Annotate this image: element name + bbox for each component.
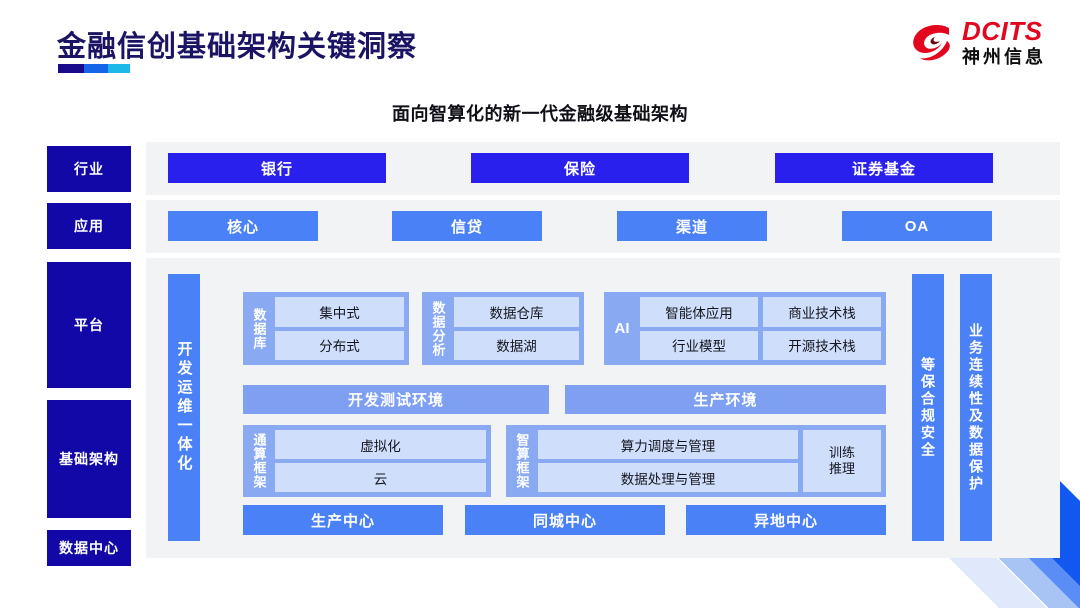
title-underline-rule: [58, 64, 130, 73]
group-title-ai: AI: [614, 320, 630, 337]
group-general-compute-framework: 通算框架 虚拟化 云: [243, 425, 491, 497]
cell-data-warehouse[interactable]: 数据仓库: [454, 297, 579, 327]
group-database: 数据库 集中式 分布式: [243, 292, 409, 365]
chip-app-channel[interactable]: 渠道: [617, 211, 767, 241]
cell-compute-scheduling[interactable]: 算力调度与管理: [538, 430, 798, 459]
vbar-business-continuity: 业务连续性及数据保护: [960, 274, 992, 541]
vbar-devops: 开发运维一体化: [168, 274, 200, 541]
cell-train-line1: 训练: [828, 444, 855, 460]
logo-text-cn: 神州信息: [962, 47, 1046, 67]
chip-industry-securities-fund[interactable]: 证券基金: [775, 153, 993, 183]
group-title-database: 数据库: [251, 307, 267, 350]
chip-app-credit[interactable]: 信贷: [392, 211, 542, 241]
group-intelligent-compute-framework: 智算框架 算力调度与管理 数据处理与管理 训练 推理: [506, 425, 886, 497]
row-label-platform: 平台: [47, 262, 131, 388]
group-title-general-compute: 通算框架: [251, 433, 267, 489]
cell-distributed[interactable]: 分布式: [275, 330, 404, 360]
logo-text-en: DCITS: [962, 16, 1043, 46]
row-label-application: 应用: [47, 203, 131, 249]
row-label-datacenter: 数据中心: [47, 530, 131, 566]
company-logo: DCITS 神州信息: [909, 18, 1046, 66]
cell-centralized[interactable]: 集中式: [275, 297, 404, 327]
cell-train-line2: 推理: [828, 461, 855, 476]
cell-train-inference[interactable]: 训练 推理: [803, 430, 881, 492]
row-label-industry: 行业: [47, 146, 131, 192]
cell-cloud[interactable]: 云: [275, 463, 486, 492]
page-title: 金融信创基础架构关键洞察: [57, 31, 418, 63]
chip-app-oa[interactable]: OA: [842, 211, 992, 241]
cell-opensource-tech-stack[interactable]: 开源技术栈: [763, 330, 881, 360]
vbar-compliance-security: 等保合规安全: [912, 274, 944, 541]
chip-industry-insurance[interactable]: 保险: [471, 153, 689, 183]
cell-commercial-tech-stack[interactable]: 商业技术栈: [763, 297, 881, 327]
group-data-analysis: 数据分析 数据仓库 数据湖: [422, 292, 584, 365]
bar-production-center[interactable]: 生产中心: [243, 505, 443, 535]
row-label-infrastructure: 基础架构: [47, 400, 131, 518]
cell-industry-model[interactable]: 行业模型: [640, 330, 758, 360]
diagram-subtitle: 面向智算化的新一代金融级基础架构: [392, 104, 688, 124]
chip-app-core[interactable]: 核心: [168, 211, 318, 241]
dcits-swirl-icon: [909, 19, 955, 65]
group-title-intelligent-compute: 智算框架: [514, 433, 530, 489]
cell-virtualization[interactable]: 虚拟化: [275, 430, 486, 459]
bar-remote-center[interactable]: 异地中心: [686, 505, 886, 535]
group-ai: AI 智能体应用 行业模型 商业技术栈 开源技术栈: [604, 292, 886, 365]
chip-industry-bank[interactable]: 银行: [168, 153, 386, 183]
cell-data-lake[interactable]: 数据湖: [454, 330, 579, 360]
bar-metro-center[interactable]: 同城中心: [465, 505, 665, 535]
bar-dev-test-environment[interactable]: 开发测试环境: [243, 385, 549, 414]
cell-agent-application[interactable]: 智能体应用: [640, 297, 758, 327]
group-title-data-analysis: 数据分析: [430, 300, 446, 357]
bar-production-environment[interactable]: 生产环境: [565, 385, 886, 414]
cell-data-processing[interactable]: 数据处理与管理: [538, 463, 798, 492]
